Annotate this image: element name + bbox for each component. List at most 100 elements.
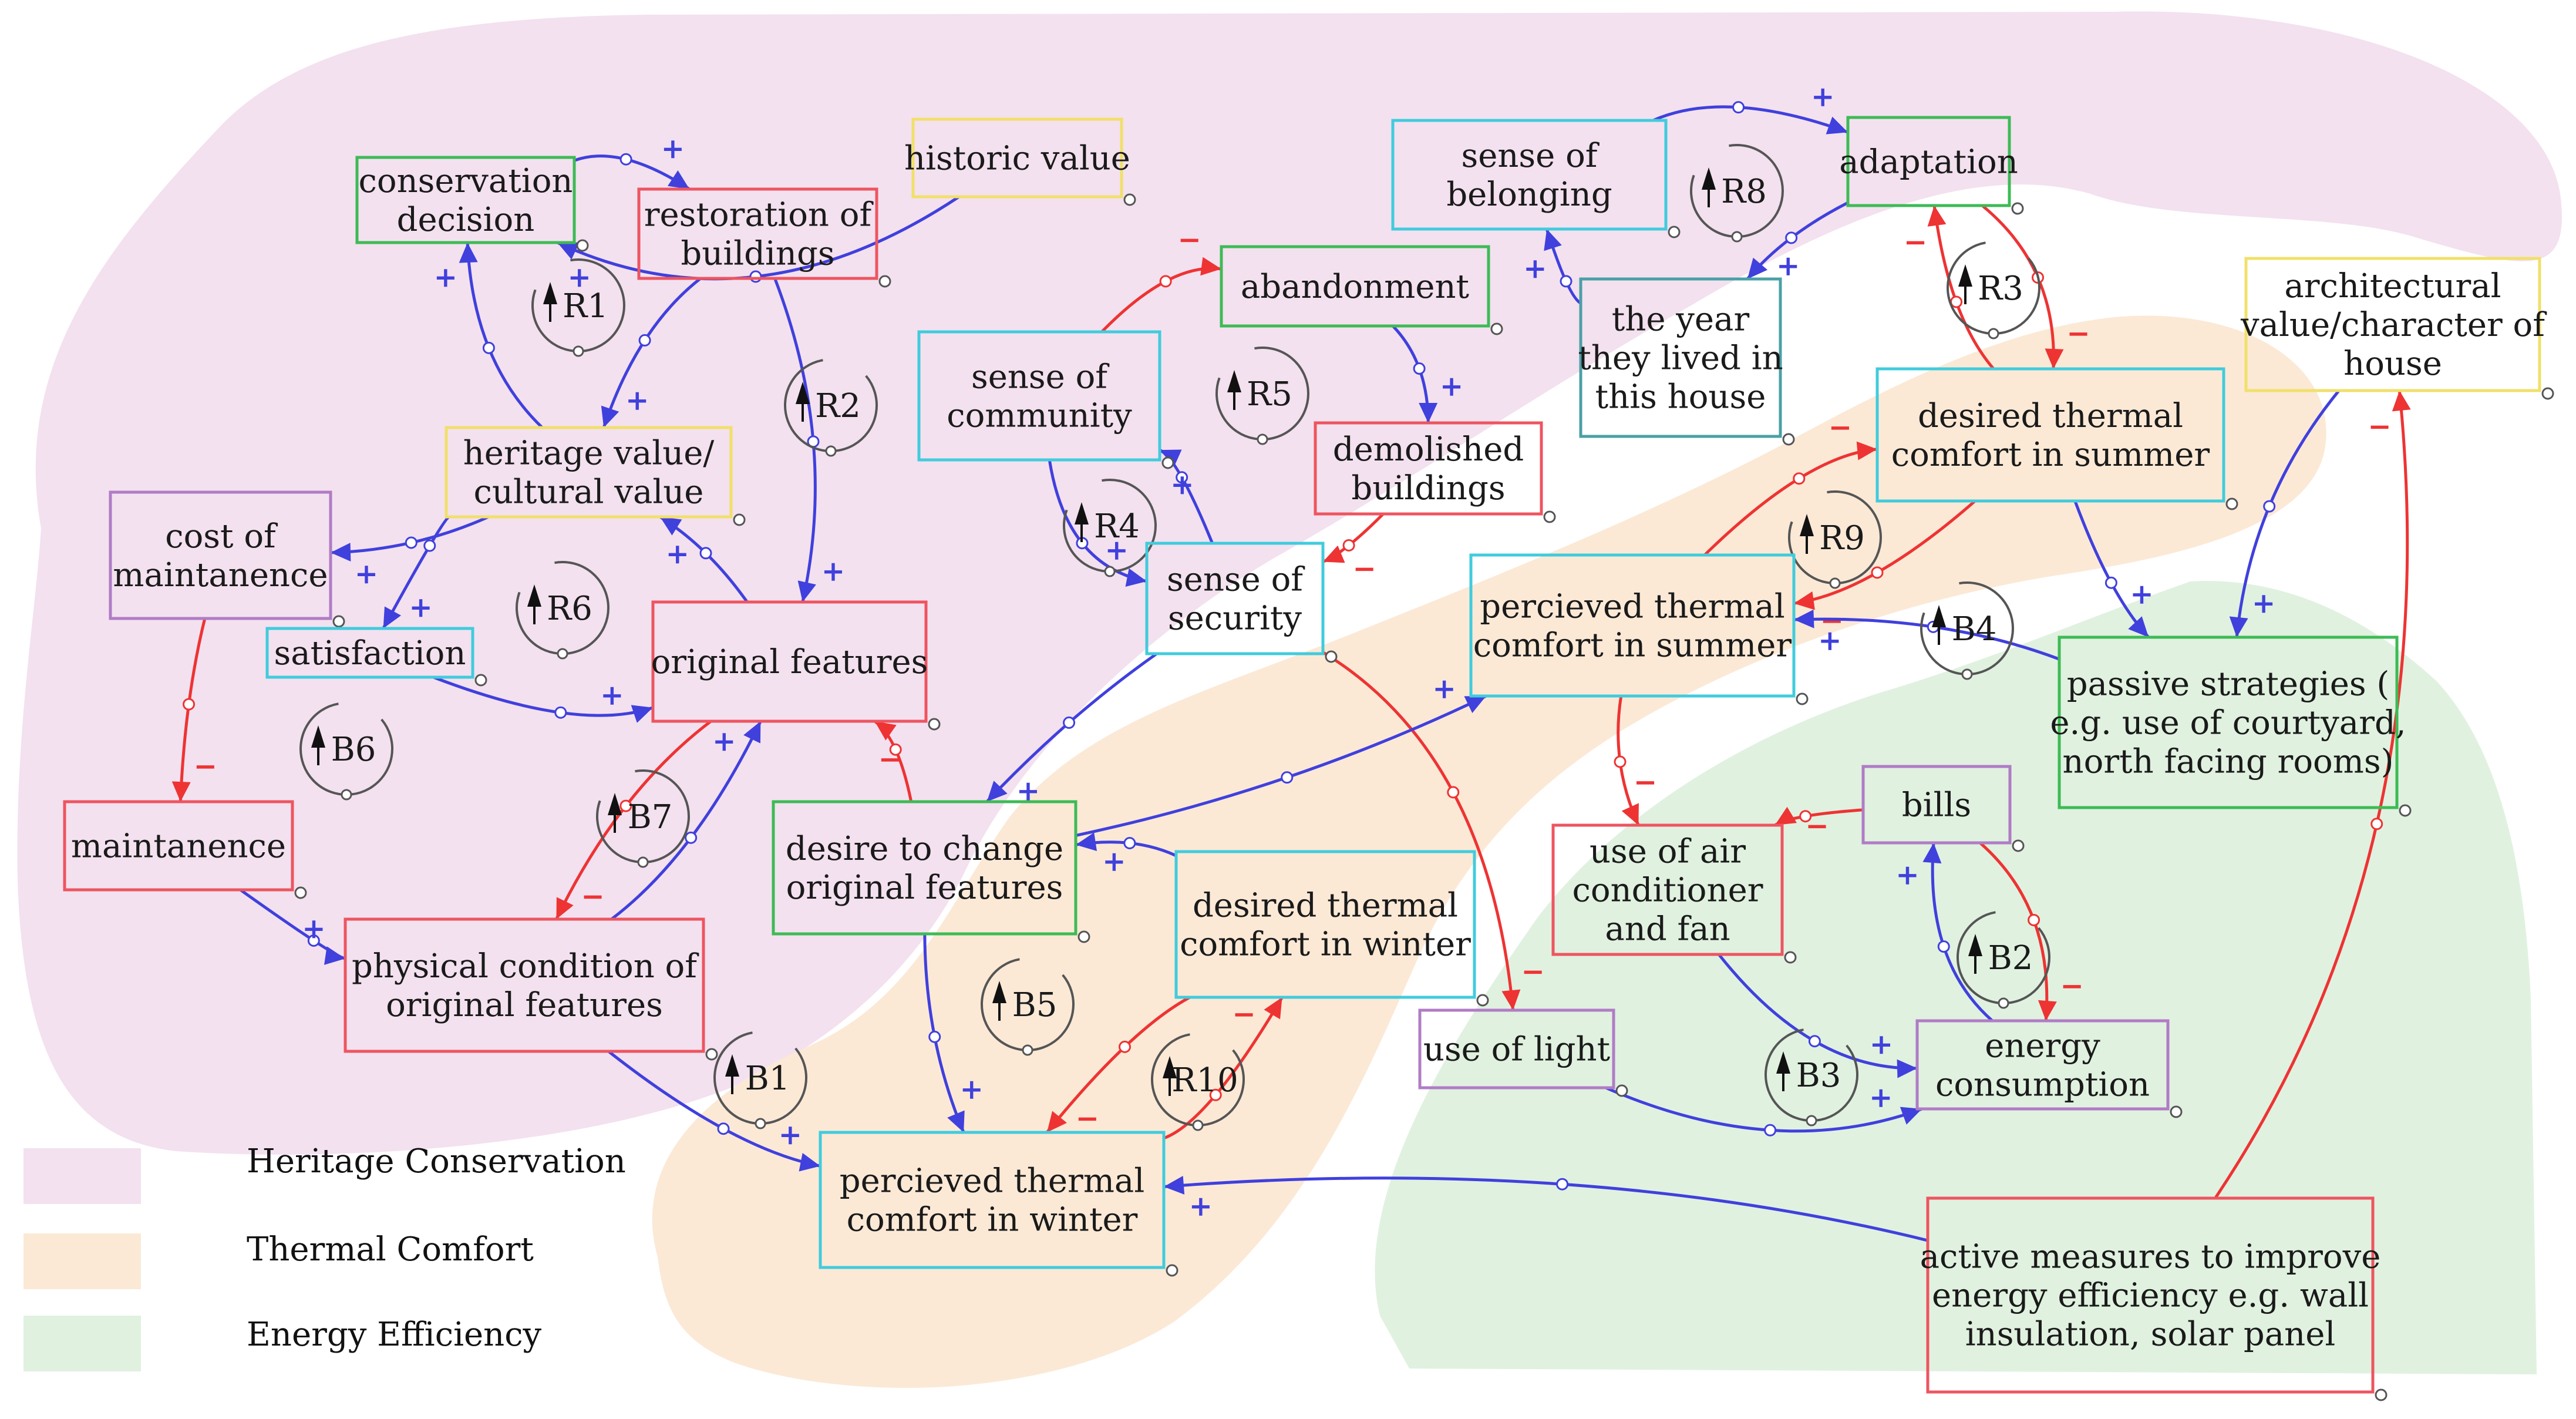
link-handle	[889, 743, 902, 756]
node-box	[1915, 1019, 2170, 1111]
arrowhead	[2038, 1000, 2057, 1021]
arrowhead	[799, 1153, 820, 1172]
loop-B1: B1	[713, 1031, 807, 1129]
node-box	[355, 156, 576, 244]
link-handle	[482, 341, 495, 354]
polarity-sign: −	[1178, 223, 1201, 256]
node-label: e.g. use of courtyard,	[2050, 704, 2406, 742]
arrowhead	[1419, 402, 1438, 423]
link-satisfaction-to-original-features: +	[433, 675, 654, 723]
polarity-sign: +	[1895, 859, 1919, 892]
loop-B5: B5	[981, 958, 1075, 1056]
node-original-features: original features	[651, 600, 941, 731]
link-handle	[1799, 810, 1812, 823]
link-handle	[2263, 500, 2276, 513]
loop-B6: B6	[299, 702, 393, 801]
loop-label: R1	[563, 287, 608, 325]
link-desired-thermal-winter-to-desire-to-change: +	[1075, 832, 1177, 878]
link-handle	[619, 153, 632, 166]
loop-handle	[1731, 231, 1743, 243]
arrowhead	[1922, 843, 1942, 864]
legend-swatch-thermal	[23, 1233, 141, 1289]
link-handle	[619, 799, 632, 812]
link-handle	[928, 1030, 941, 1043]
node-label: value/character of	[2240, 306, 2547, 344]
node-box	[1145, 542, 1325, 655]
node-box	[2244, 257, 2541, 392]
arrowhead	[1856, 441, 1877, 460]
node-label: adaptation	[1839, 143, 2018, 181]
node-label: abandonment	[1241, 268, 1470, 306]
polarity-sign: +	[1170, 468, 1194, 501]
loop-R9: R9	[1788, 490, 1882, 589]
polarity-sign: +	[434, 261, 457, 294]
arrowhead	[1747, 257, 1768, 279]
node-label: original features	[386, 986, 663, 1024]
loop-R2: R2	[784, 359, 878, 457]
polarity-sign: +	[1869, 1081, 1893, 1114]
node-handle	[2011, 202, 2024, 215]
link-handle	[2028, 913, 2040, 926]
node-handle	[733, 513, 746, 526]
node-handle	[705, 1048, 718, 1061]
loop-handle	[1961, 668, 1973, 680]
node-label: satisfaction	[274, 634, 466, 672]
loop-arrow-icon	[992, 981, 1006, 1003]
node-box	[1551, 823, 1784, 956]
node-label: percieved thermal	[1480, 588, 1784, 626]
node-label: passive strategies (	[2067, 665, 2390, 704]
loop-label: B1	[745, 1060, 790, 1098]
node-box	[2058, 635, 2399, 809]
arrowhead	[1544, 229, 1562, 251]
node-label: heritage value/	[463, 435, 715, 473]
node-label: comfort in winter	[1180, 926, 1471, 964]
loop-label: R6	[547, 590, 592, 628]
node-adaptation: adaptation	[1839, 116, 2024, 215]
node-label: comfort in summer	[1891, 436, 2210, 474]
loop-arc	[596, 769, 690, 863]
link-physical-condition-to-perceived-thermal-winter: +	[607, 1050, 821, 1172]
node-label: sense of	[1167, 561, 1305, 599]
loop-B4: B4	[1920, 581, 2014, 680]
polarity-sign: −	[1904, 226, 1927, 259]
arrowhead	[986, 781, 1008, 802]
link-handle	[183, 698, 196, 711]
link-active-measures-to-architectural-value: −	[2214, 390, 2411, 1199]
node-abandonment: abandonment	[1220, 245, 1503, 335]
arrowhead	[1501, 989, 1521, 1010]
node-satisfaction: satisfaction	[265, 627, 487, 687]
node-label: and fan	[1605, 910, 1730, 949]
link-handle	[1793, 472, 1806, 485]
node-label: restoration of	[644, 196, 874, 234]
link-demolished-buildings-to-sense-of-security: −	[1322, 513, 1385, 585]
node-handle	[1166, 1264, 1178, 1277]
loop-label: B2	[1988, 939, 2033, 977]
polarity-sign: +	[302, 913, 325, 946]
loop-B7: B7	[596, 769, 690, 868]
polarity-sign: +	[661, 133, 685, 166]
loop-arrow-icon	[1163, 1056, 1177, 1078]
legend-label-heritage: Heritage Conservation	[247, 1142, 626, 1181]
loop-label: B3	[1796, 1057, 1841, 1095]
link-handle	[423, 539, 436, 552]
loop-handle	[573, 345, 584, 357]
loop-arc	[713, 1031, 807, 1125]
node-label: physical condition of	[352, 947, 699, 986]
node-label: maintanence	[71, 828, 286, 866]
loop-arrow-icon	[1227, 370, 1241, 392]
region-heritage	[17, 11, 2562, 1155]
arrowhead	[1125, 568, 1147, 587]
link-handle	[1209, 1088, 1222, 1101]
node-box	[1314, 421, 1543, 516]
loop-arc	[1920, 581, 2014, 675]
link-handle	[405, 536, 417, 549]
node-label: maintanence	[113, 556, 328, 594]
polarity-sign: −	[878, 743, 902, 776]
link-sense-of-security-to-sense-of-community: +	[1159, 448, 1214, 544]
loop-arrow-icon	[1958, 264, 1972, 287]
